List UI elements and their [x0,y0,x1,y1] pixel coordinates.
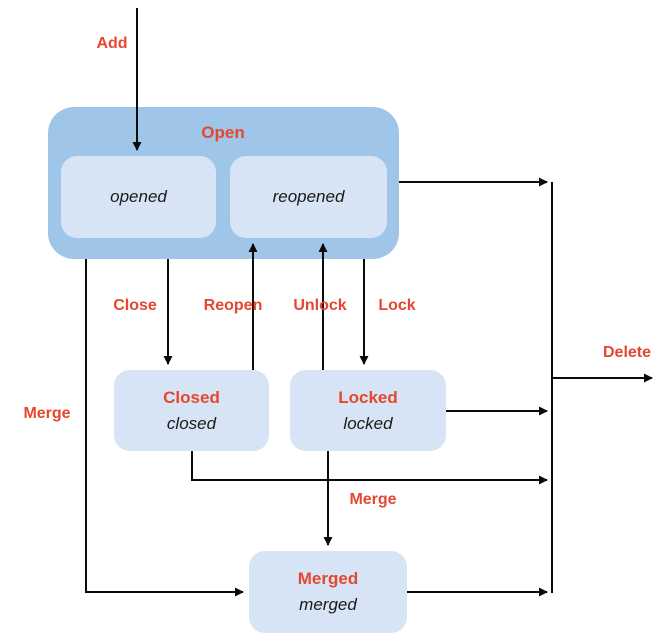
state-opened-label: opened [110,187,167,206]
edge-merge-bottom-label: Merge [349,491,397,508]
edge-close-label: Close [113,297,157,314]
state-opened: opened [61,156,216,238]
edge-lock-label: Lock [378,297,416,314]
edge-closed-to-delete-line [191,451,548,485]
state-closed-sub: closed [166,413,217,433]
state-merged: Merged merged [249,551,407,633]
edge-merge-open-to-merged-arrow [85,259,244,597]
state-locked: Locked locked [290,370,446,451]
edge-reopen-label: Reopen [203,297,263,314]
state-locked-sub: locked [343,413,393,433]
state-merged-title: Merged [297,569,359,588]
state-closed: Closed closed [114,370,269,451]
edge-delete-label: Delete [602,344,652,361]
edge-add-label: Add [96,35,128,52]
state-reopened-label: reopened [272,187,345,206]
state-locked-title: Locked [338,387,398,407]
open-group-label: Open [201,123,245,142]
state-reopened: reopened [230,156,387,238]
state-closed-title: Closed [163,387,220,407]
state-merged-sub: merged [299,595,357,614]
edge-unlock-label: Unlock [293,297,347,314]
edge-merge-left-label: Merge [23,405,71,422]
